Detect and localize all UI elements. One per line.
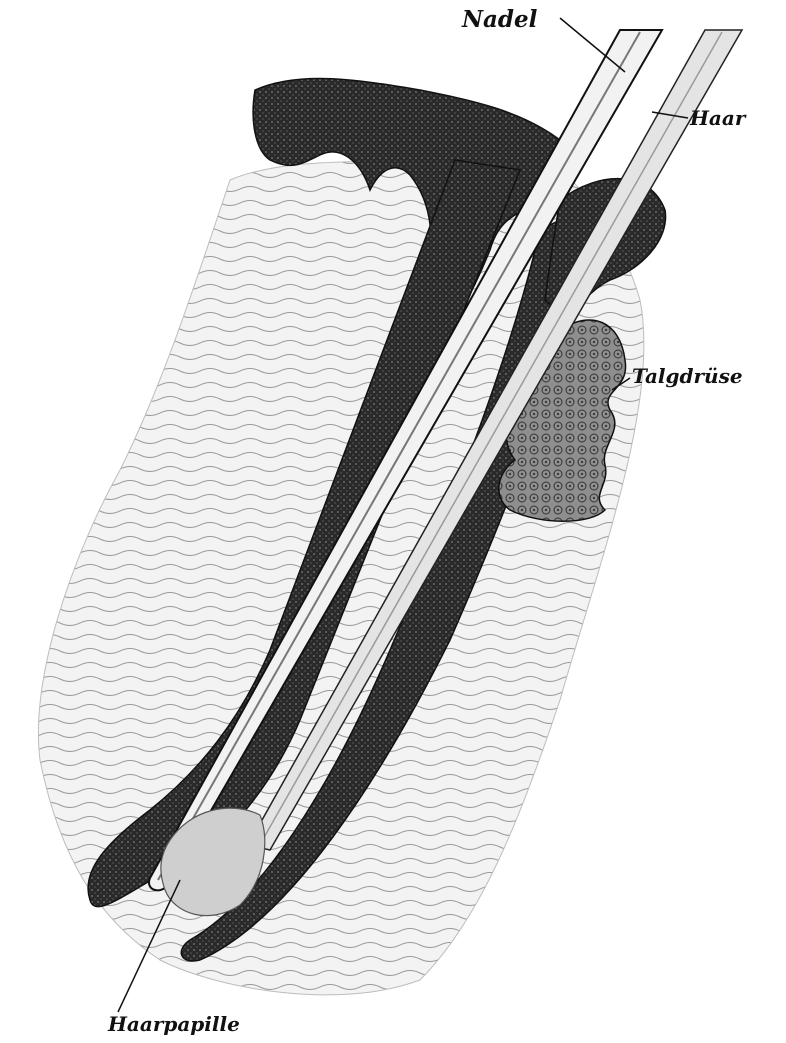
label-nadel: Nadel: [462, 8, 537, 31]
label-haarpapille: Haarpapille: [108, 1014, 240, 1034]
label-haar: Haar: [690, 108, 745, 128]
label-talgdruese: Talgdrüse: [632, 366, 743, 386]
